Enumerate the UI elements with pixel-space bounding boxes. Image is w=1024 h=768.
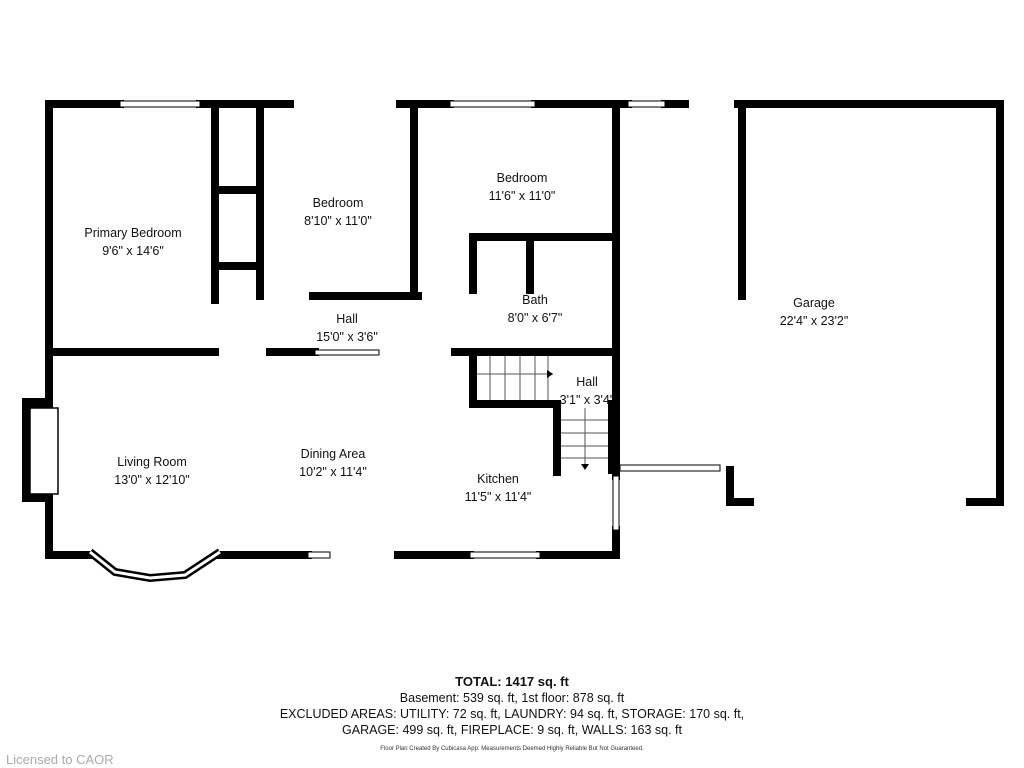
floor-areas: Basement: 539 sq. ft, 1st floor: 878 sq.… [399,691,625,705]
disclaimer: Floor Plan Created By Cubicasa App. Meas… [380,746,644,752]
excluded-areas-cont: GARAGE: 499 sq. ft, FIREPLACE: 9 sq. ft,… [342,723,682,737]
excluded-areas: EXCLUDED AREAS: UTILITY: 72 sq. ft, LAUN… [279,707,745,721]
stairs [477,356,608,468]
windows [119,100,721,559]
area-summary: TOTAL: 1417 sq. ft Basement: 539 sq. ft,… [280,674,744,752]
license-watermark: Licensed to CAOR [6,752,114,767]
total-area: TOTAL: 1417 sq. ft [455,674,569,689]
fireplace-hearth [29,407,59,495]
